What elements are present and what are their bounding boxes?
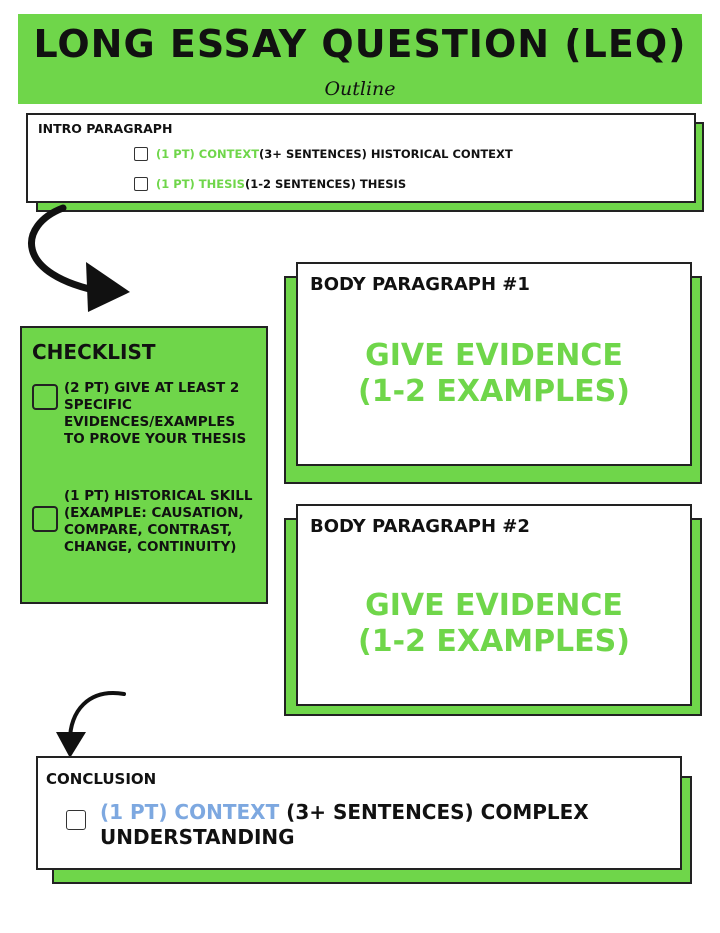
body1-card: BODY PARAGRAPH #1 GIVE EVIDENCE (1-2 EXA… <box>296 262 692 466</box>
intro-card: INTRO PARAGRAPH (1 PT) CONTEXT (3+ SENTE… <box>26 113 696 203</box>
intro-item-text: (3+ SENTENCES) HISTORICAL CONTEXT <box>259 147 513 161</box>
checkbox-icon[interactable] <box>32 384 58 410</box>
checkbox-icon[interactable] <box>134 177 148 191</box>
body2-label: BODY PARAGRAPH #2 <box>310 516 530 537</box>
page-subtitle: Outline <box>324 78 396 100</box>
checkbox-icon[interactable] <box>32 506 58 532</box>
curved-arrow-icon <box>28 204 130 312</box>
body2-evidence-line2: (1-2 EXAMPLES) <box>358 624 630 659</box>
body2-evidence-line1: GIVE EVIDENCE <box>365 588 623 623</box>
body1-evidence-line1: GIVE EVIDENCE <box>365 338 623 373</box>
page-title: LONG ESSAY QUESTION (LEQ) <box>33 22 687 66</box>
intro-item-thesis: (1 PT) THESIS (1-2 SENTENCES) THESIS <box>134 177 406 191</box>
checklist-item-text: (2 PT) GIVE AT LEAST 2 SPECIFIC EVIDENCE… <box>64 380 247 447</box>
checkbox-icon[interactable] <box>134 147 148 161</box>
conclusion-item-text: (1 PT) CONTEXT (3+ SENTENCES) COMPLEX UN… <box>100 800 620 850</box>
intro-item-context: (1 PT) CONTEXT (3+ SENTENCES) HISTORICAL… <box>134 147 513 161</box>
intro-label: INTRO PARAGRAPH <box>38 121 173 136</box>
curved-arrow-icon <box>56 691 126 758</box>
conclusion-item-description: (3+ SENTENCES) COMPLEX UNDERSTANDING <box>100 800 589 849</box>
checklist-item-text: (1 PT) HISTORICAL SKILL (EXAMPLE: CAUSAT… <box>64 488 253 555</box>
conclusion-label: CONCLUSION <box>46 770 157 788</box>
conclusion-item: (1 PT) CONTEXT (3+ SENTENCES) COMPLEX UN… <box>66 800 620 850</box>
checklist-box: CHECKLIST (2 PT) GIVE AT LEAST 2 SPECIFI… <box>20 326 268 604</box>
intro-item-points: (1 PT) THESIS <box>156 177 245 191</box>
checklist-item: (1 PT) HISTORICAL SKILL (EXAMPLE: CAUSAT… <box>32 488 260 556</box>
header-banner: LONG ESSAY QUESTION (LEQ) Outline <box>18 14 702 104</box>
conclusion-card: CONCLUSION (1 PT) CONTEXT (3+ SENTENCES)… <box>36 756 682 870</box>
checklist-item: (2 PT) GIVE AT LEAST 2 SPECIFIC EVIDENCE… <box>32 380 260 448</box>
intro-item-points: (1 PT) CONTEXT <box>156 147 260 161</box>
conclusion-item-points: (1 PT) CONTEXT <box>100 800 280 824</box>
checkbox-icon[interactable] <box>66 810 86 830</box>
checklist-title: CHECKLIST <box>32 340 156 364</box>
body2-card: BODY PARAGRAPH #2 GIVE EVIDENCE (1-2 EXA… <box>296 504 692 706</box>
body1-evidence-line2: (1-2 EXAMPLES) <box>358 374 630 409</box>
body1-label: BODY PARAGRAPH #1 <box>310 274 530 295</box>
intro-item-text: (1-2 SENTENCES) THESIS <box>244 177 407 191</box>
